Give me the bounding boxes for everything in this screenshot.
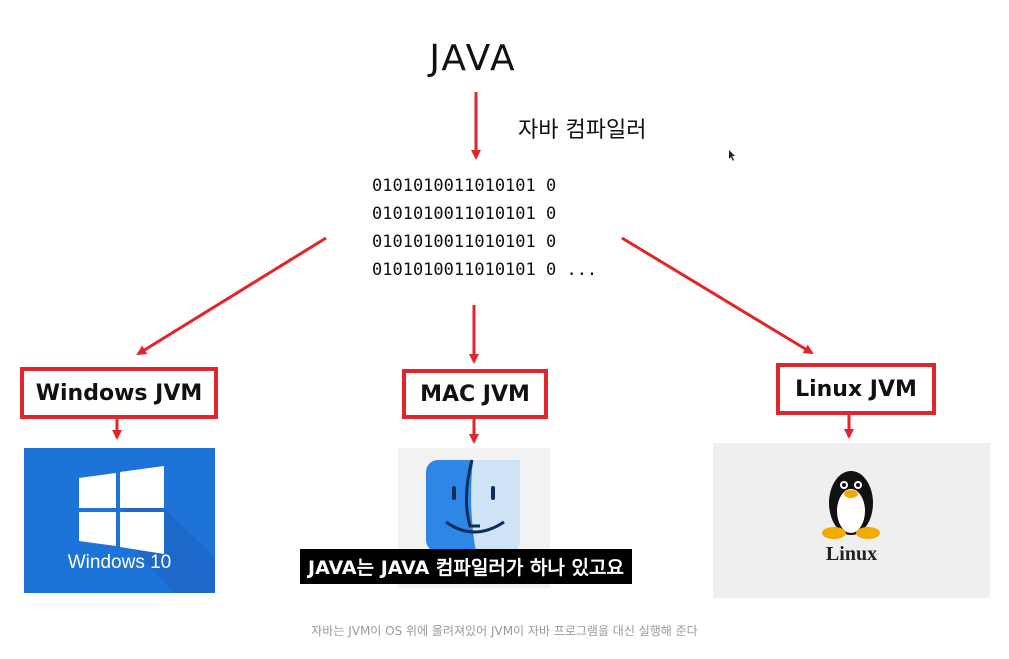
cursor-icon: [729, 150, 735, 161]
binary-line: 0101010011010101 0 ...: [372, 260, 598, 280]
windows-10-label: Windows 10: [67, 552, 172, 573]
linux-jvm-label: Linux JVM: [795, 376, 917, 402]
tux-penguin-icon: Linux: [713, 443, 990, 598]
arrow-binary-to-linux: [621, 236, 814, 355]
binary-line: 0101010011010101 0: [372, 232, 557, 252]
windows-jvm-label: Windows JVM: [35, 380, 203, 406]
windows-jvm-box: Windows JVM: [20, 367, 218, 419]
binary-line: 0101010011010101 0: [372, 176, 557, 196]
linux-jvm-box: Linux JVM: [776, 363, 936, 415]
windows-logo-icon: Windows 10: [24, 448, 215, 593]
image-caption: 자바는 JVM이 OS 위에 올려져있어 JVM이 자바 프로그램을 대신 실행…: [311, 624, 698, 638]
arrow-binary-to-windows: [136, 236, 327, 356]
linux-label: Linux: [825, 543, 878, 565]
video-subtitle: JAVA는 JAVA 컴파일러가 하나 있고요: [300, 549, 632, 584]
diagram-title: JAVA: [429, 38, 517, 79]
compiler-label: 자바 컴파일러: [518, 118, 647, 143]
mac-jvm-label: MAC JVM: [420, 381, 530, 407]
mac-jvm-box: MAC JVM: [402, 369, 548, 419]
binary-line: 0101010011010101 0: [372, 204, 557, 224]
